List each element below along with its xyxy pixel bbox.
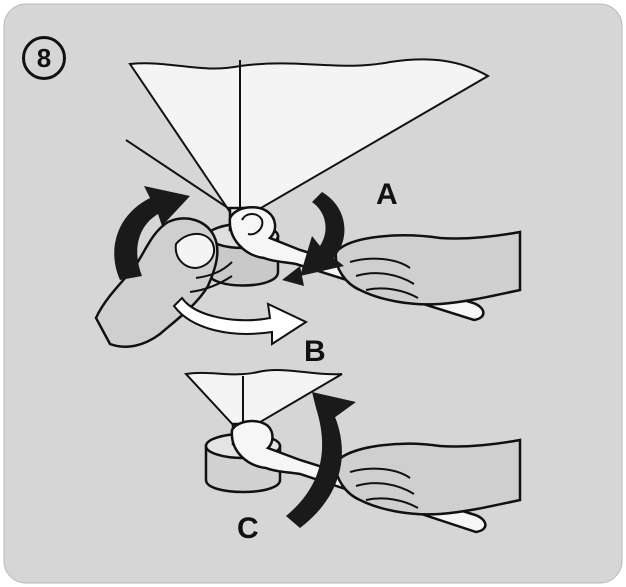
arrow-bc xyxy=(286,392,356,528)
right-hand-a xyxy=(334,230,522,306)
right-hand-a-fingers xyxy=(349,257,419,299)
left-hand-thumb xyxy=(174,233,215,270)
label-b: B xyxy=(304,335,326,368)
step-number-badge: 8 xyxy=(22,36,66,80)
step-number: 8 xyxy=(36,42,52,73)
arrow-a xyxy=(300,192,345,276)
blade-lower xyxy=(184,369,343,429)
left-hand-fingers xyxy=(189,261,233,293)
right-hand-lower-fingers xyxy=(349,467,419,509)
label-c: C xyxy=(237,512,259,545)
rotate-arrow-bottom xyxy=(172,296,309,346)
right-hand-lower xyxy=(334,438,522,516)
blade-upper xyxy=(128,58,491,213)
panel-background xyxy=(3,3,623,584)
rotate-arrow-left xyxy=(114,186,190,280)
label-a: A xyxy=(376,178,398,211)
arrow-a-tip xyxy=(282,266,304,286)
wrench-a-jaw xyxy=(241,213,264,236)
blade-left-edge xyxy=(125,139,235,213)
